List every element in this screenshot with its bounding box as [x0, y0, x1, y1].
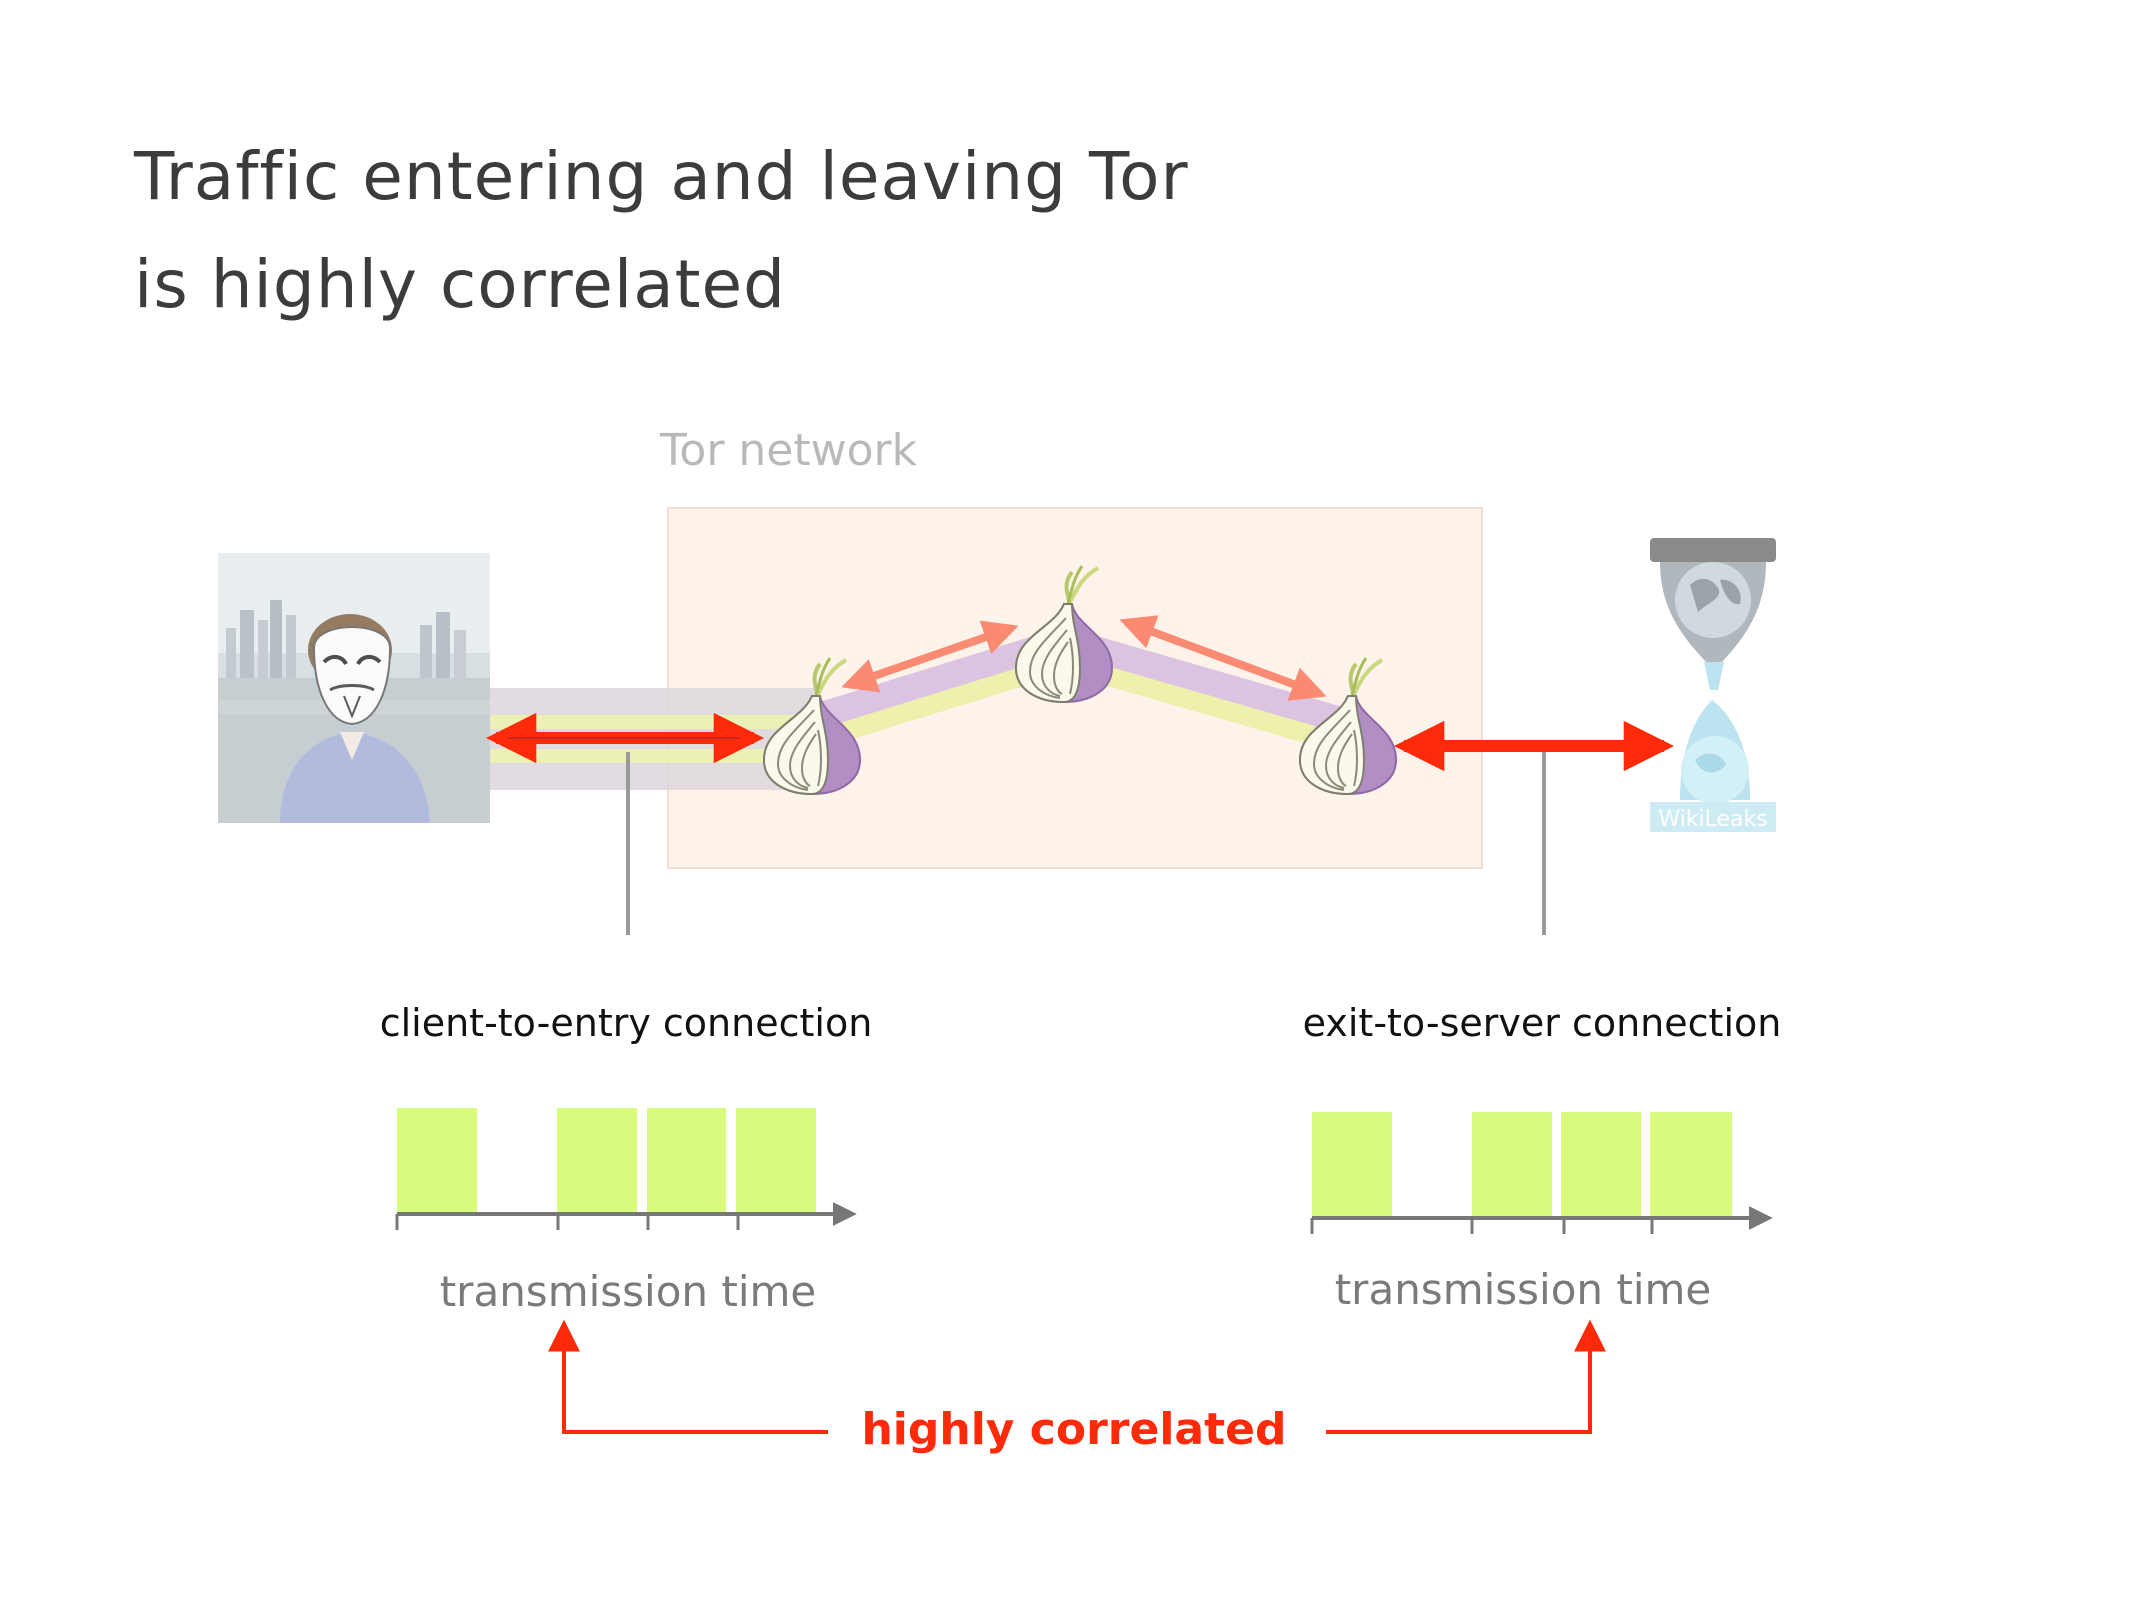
wikileaks-logo-text: WikiLeaks [1658, 807, 1767, 832]
client-entry-timeline: transmission time [395, 1108, 857, 1316]
wikileaks-hourglass-logo: WikiLeaks [1650, 538, 1776, 832]
time-axis-label: transmission time [1335, 1265, 1712, 1314]
packet-bar [1312, 1112, 1392, 1216]
packet-bar [1650, 1112, 1732, 1216]
packet-bar [736, 1108, 816, 1212]
slide-title-line-2: is highly correlated [134, 246, 787, 323]
masked-user-photo [218, 553, 490, 823]
entry-middle-arrow [841, 620, 1019, 693]
packet-bar [647, 1108, 726, 1212]
exit-server-connection-label: exit-to-server connection [1303, 1001, 1782, 1045]
packet-bar [397, 1108, 477, 1212]
exit-server-timeline: transmission time [1310, 1112, 1773, 1314]
correlation-connector-right [1326, 1319, 1606, 1434]
tor-network-label: Tor network [659, 425, 918, 476]
packet-bar [1561, 1112, 1641, 1216]
packet-bar [1472, 1112, 1552, 1216]
correlation-connector-left [548, 1319, 828, 1434]
client-entry-connection-label: client-to-entry connection [380, 1001, 873, 1045]
time-axis-label: transmission time [440, 1267, 817, 1316]
highly-correlated-label: highly correlated [861, 1404, 1286, 1455]
slide-title-line-1: Traffic entering and leaving Tor [134, 138, 1189, 215]
packet-bar [557, 1108, 637, 1212]
middle-exit-arrow [1119, 615, 1327, 701]
